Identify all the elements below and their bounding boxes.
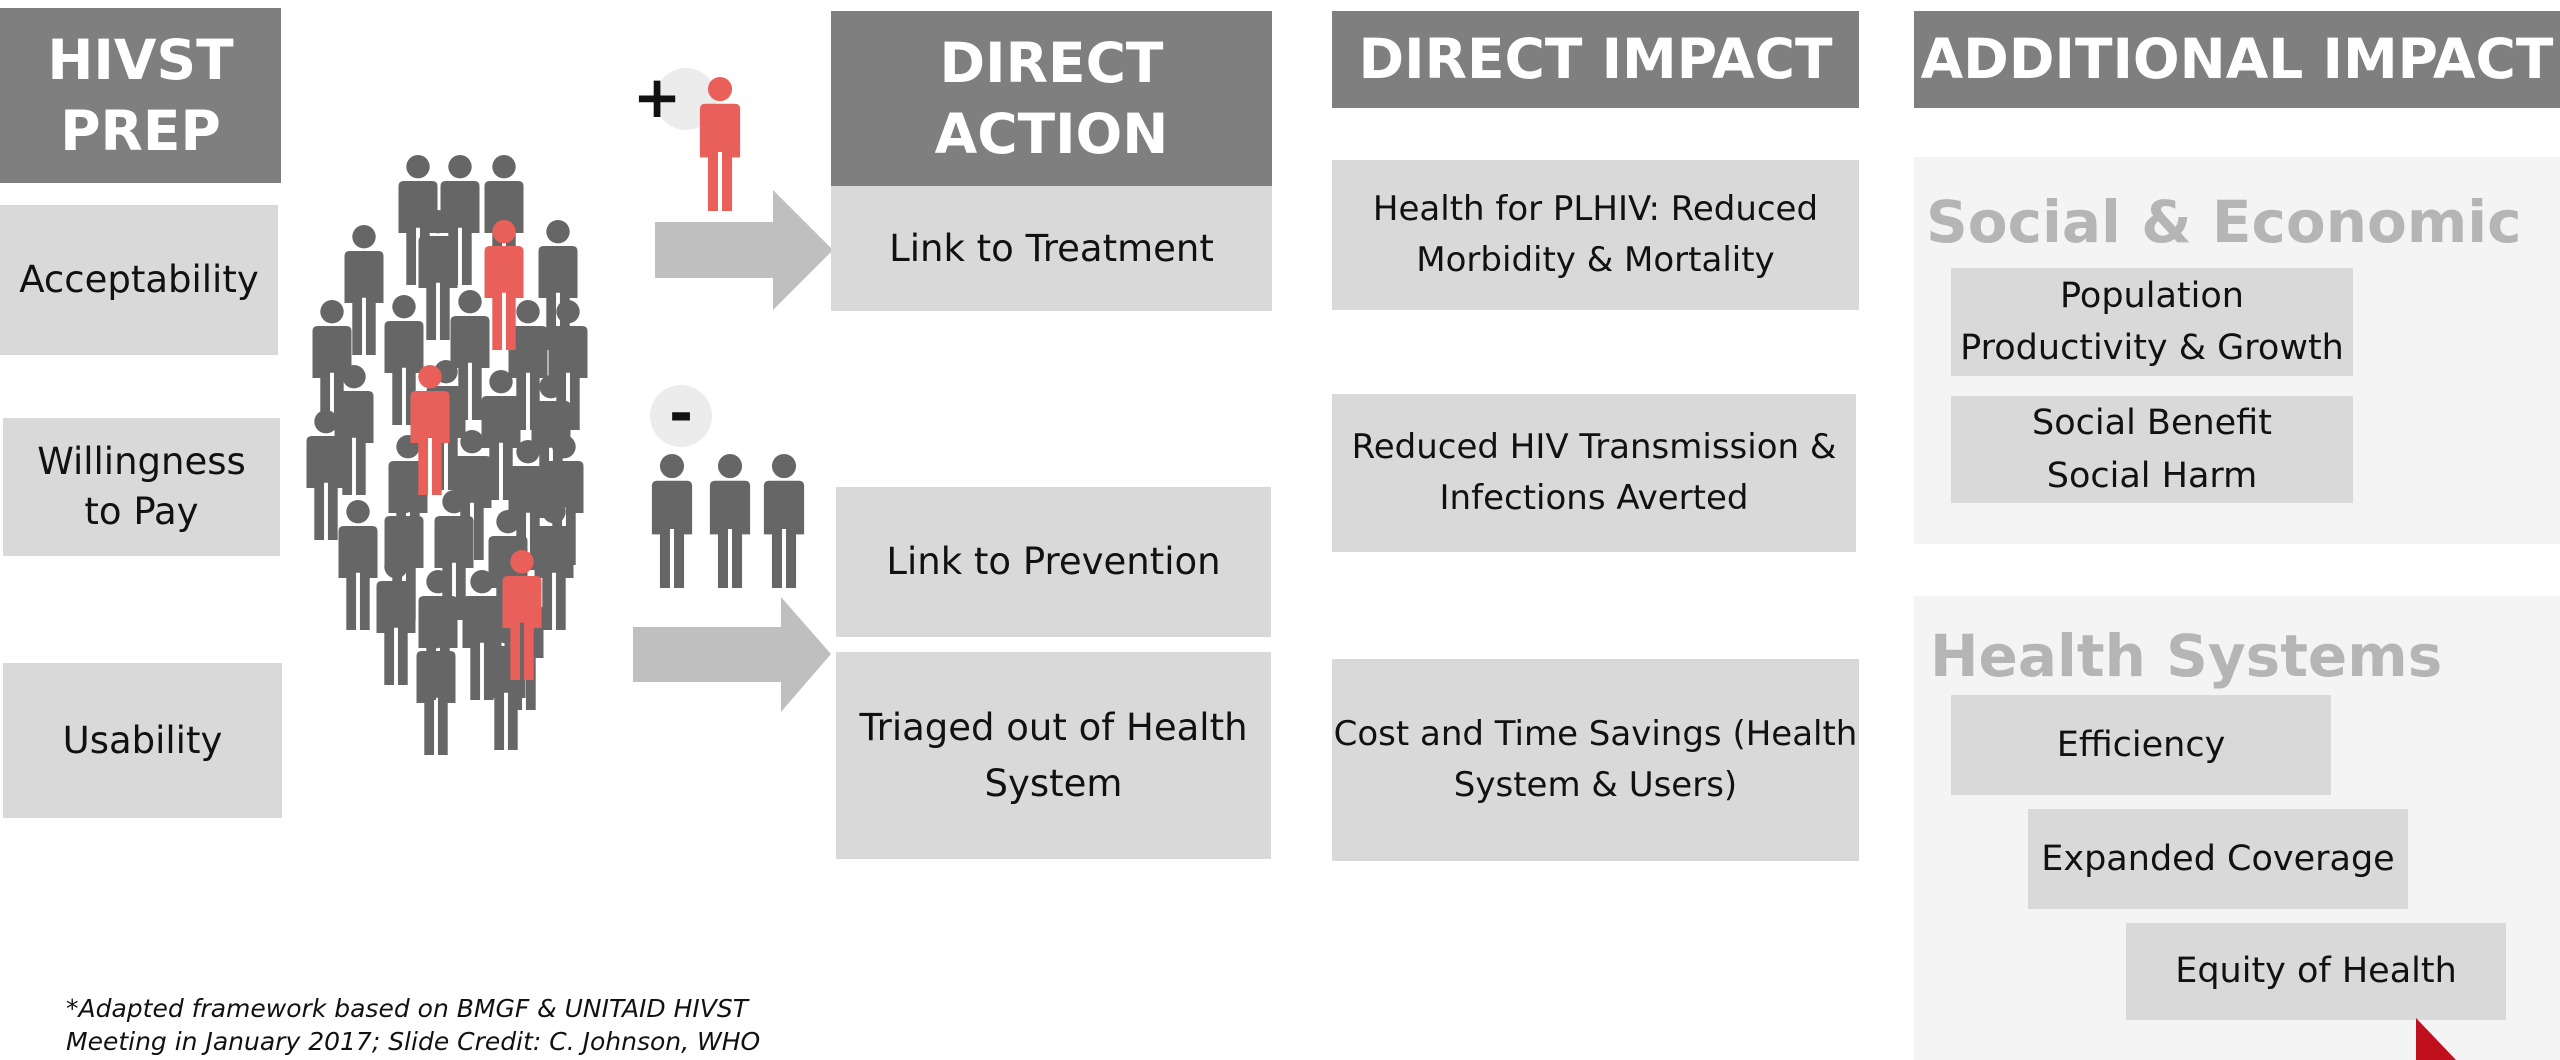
footnote: *Adapted framework based on BMGF & UNITA… — [66, 993, 760, 1058]
plus-sign: + — [632, 63, 682, 131]
expanded-coverage-label: Expanded Coverage — [2041, 838, 2395, 879]
willingness-to-pay-box: Willingness to Pay — [3, 418, 280, 556]
triaged-out-box: Triaged out of Health System — [836, 652, 1271, 859]
header-direct-impact-label: DIRECT IMPACT — [1358, 27, 1833, 92]
person-icon — [338, 500, 378, 630]
efficiency-box: Efficiency — [1951, 695, 2331, 795]
social-benefit-harm-box: Social Benefit Social Harm — [1951, 396, 2353, 503]
link-to-prevention-box: Link to Prevention — [836, 487, 1271, 637]
cost-time-savings-box: Cost and Time Savings (Health System & U… — [1332, 659, 1859, 861]
person-icon — [502, 550, 542, 680]
header-hivst-prep-line2: PREP — [60, 98, 221, 163]
person-icon — [763, 454, 805, 588]
header-direct-action-line2: ACTION — [934, 101, 1169, 166]
population-productivity-box: Population Productivity & Growth — [1951, 268, 2353, 376]
person-icon — [344, 225, 384, 355]
reduced-hiv-line1: Reduced HIV Transmission & — [1351, 427, 1837, 467]
header-additional-impact: ADDITIONAL IMPACT — [1914, 11, 2560, 108]
cost-time-line2: System & Users) — [1453, 765, 1738, 805]
link-to-treatment-label: Link to Treatment — [889, 226, 1214, 270]
person-icon — [534, 500, 574, 630]
person-icon — [306, 410, 346, 540]
cost-time-line1: Cost and Time Savings (Health — [1333, 714, 1858, 754]
person-icon — [538, 220, 578, 350]
red-corner-mark — [2416, 1018, 2456, 1060]
social-economic-title: Social & Economic — [1926, 188, 2522, 256]
header-direct-action-line1: DIRECT — [939, 31, 1164, 96]
arrow-right-icon-bottom — [633, 597, 831, 712]
person-icon — [410, 365, 450, 495]
person-icon — [416, 625, 456, 755]
person-icon — [699, 77, 741, 211]
population-line1: Population — [2060, 275, 2244, 316]
willingness-label-line1: Willingness — [37, 440, 246, 484]
willingness-label-line2: to Pay — [84, 490, 199, 533]
person-icon — [651, 454, 693, 588]
header-direct-impact: DIRECT IMPACT — [1332, 11, 1859, 108]
equity-of-health-box: Equity of Health — [2126, 923, 2506, 1020]
footnote-line1: *Adapted framework based on BMGF & UNITA… — [66, 994, 749, 1023]
header-hivst-prep: HIVST PREP — [0, 8, 281, 183]
arrow-right-icon-top — [655, 190, 833, 310]
reduced-hiv-line2: Infections Averted — [1439, 478, 1749, 518]
red-person-icon — [699, 77, 741, 211]
header-additional-impact-label: ADDITIONAL IMPACT — [1920, 27, 2554, 92]
triaged-label-line2: System — [984, 761, 1123, 805]
social-benefit-line2: Social Harm — [2046, 455, 2258, 496]
usability-label: Usability — [62, 718, 223, 762]
reduced-hiv-box: Reduced HIV Transmission & Infections Av… — [1332, 394, 1856, 552]
population-crowd — [306, 155, 588, 755]
person-icon — [709, 454, 751, 588]
population-line2: Productivity & Growth — [1960, 328, 2344, 368]
person-icon — [418, 210, 458, 340]
health-plhiv-line1: Health for PLHIV: Reduced — [1372, 189, 1819, 229]
acceptability-box: Acceptability — [0, 205, 278, 355]
health-systems-title: Health Systems — [1930, 622, 2443, 690]
person-icon — [434, 490, 474, 620]
minus-circle — [650, 385, 712, 447]
health-plhiv-box: Health for PLHIV: Reduced Morbidity & Mo… — [1332, 160, 1859, 310]
person-icon — [376, 555, 416, 685]
social-benefit-line1: Social Benefit — [2032, 403, 2272, 443]
link-to-treatment-box: Link to Treatment — [831, 186, 1272, 311]
acceptability-label: Acceptability — [19, 258, 259, 302]
expanded-coverage-box: Expanded Coverage — [2028, 809, 2408, 909]
footnote-line2: Meeting in January 2017; Slide Credit: C… — [66, 1026, 761, 1056]
link-to-prevention-label: Link to Prevention — [886, 540, 1221, 584]
header-hivst-prep-line1: HIVST — [47, 28, 234, 93]
triaged-label-line1: Triaged out of Health — [859, 706, 1248, 749]
person-icon — [484, 220, 524, 350]
gray-persons-group — [651, 454, 805, 588]
health-plhiv-line2: Morbidity & Mortality — [1416, 240, 1775, 280]
usability-box: Usability — [3, 663, 282, 818]
efficiency-label: Efficiency — [2056, 724, 2226, 765]
equity-label: Equity of Health — [2175, 951, 2457, 992]
header-direct-action: DIRECT ACTION — [831, 11, 1272, 186]
minus-sign: - — [668, 379, 694, 447]
